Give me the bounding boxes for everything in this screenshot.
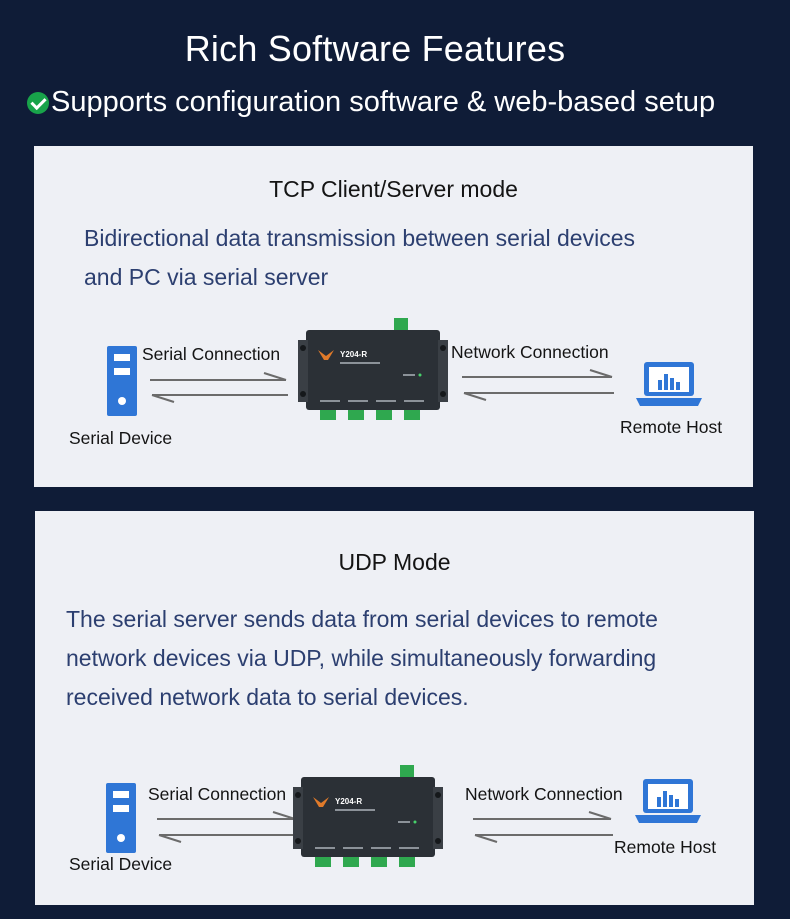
tcp-mode-description: Bidirectional data transmission between … [84,219,635,297]
tcp-mode-title: TCP Client/Server mode [269,176,518,202]
bidirectional-arrows-icon [157,811,297,843]
page-title: Rich Software Features [184,28,566,69]
device-model-text: Y204-R [335,797,362,806]
udp-mode-description: The serial server sends data from serial… [66,600,658,717]
laptop-icon [635,779,701,823]
serial-server-device-image: Y204-R [293,765,443,867]
feature-subtitle-text: Supports configuration software & web-ba… [51,86,716,118]
udp-desc-line-3: received network data to serial devices. [66,684,469,710]
serial-connection-label: Serial Connection [148,784,287,804]
bidirectional-arrows-icon [473,811,613,843]
check-circle-icon [27,91,49,114]
feature-subtitle: Supports configuration software & web-ba… [27,86,715,119]
bidirectional-arrows-icon [462,369,614,401]
device-model-text: Y204-R [340,350,367,359]
serial-device-label: Serial Device [69,854,173,874]
udp-mode-panel: UDP Mode The serial server sends data fr… [35,511,754,905]
network-connection-label: Network Connection [465,784,623,804]
serial-device-label: Serial Device [69,428,173,448]
udp-desc-line-1: The serial server sends data from serial… [66,606,658,632]
bidirectional-arrows-icon [150,372,288,403]
serial-server-device-image: Y204-R [298,318,448,420]
tcp-desc-line-2: and PC via serial server [84,264,329,290]
tcp-desc-line-1: Bidirectional data transmission between … [84,225,636,251]
udp-mode-title: UDP Mode [338,549,451,575]
remote-host-label: Remote Host [614,837,717,857]
server-icon [106,783,136,853]
udp-desc-line-2: network devices via UDP, while simultane… [66,645,657,671]
server-icon [107,346,137,416]
network-connection-label: Network Connection [451,342,609,362]
remote-host-label: Remote Host [620,417,723,437]
tcp-mode-panel: TCP Client/Server mode Bidirectional dat… [34,146,753,487]
laptop-icon [636,362,702,406]
serial-connection-label: Serial Connection [142,344,281,364]
